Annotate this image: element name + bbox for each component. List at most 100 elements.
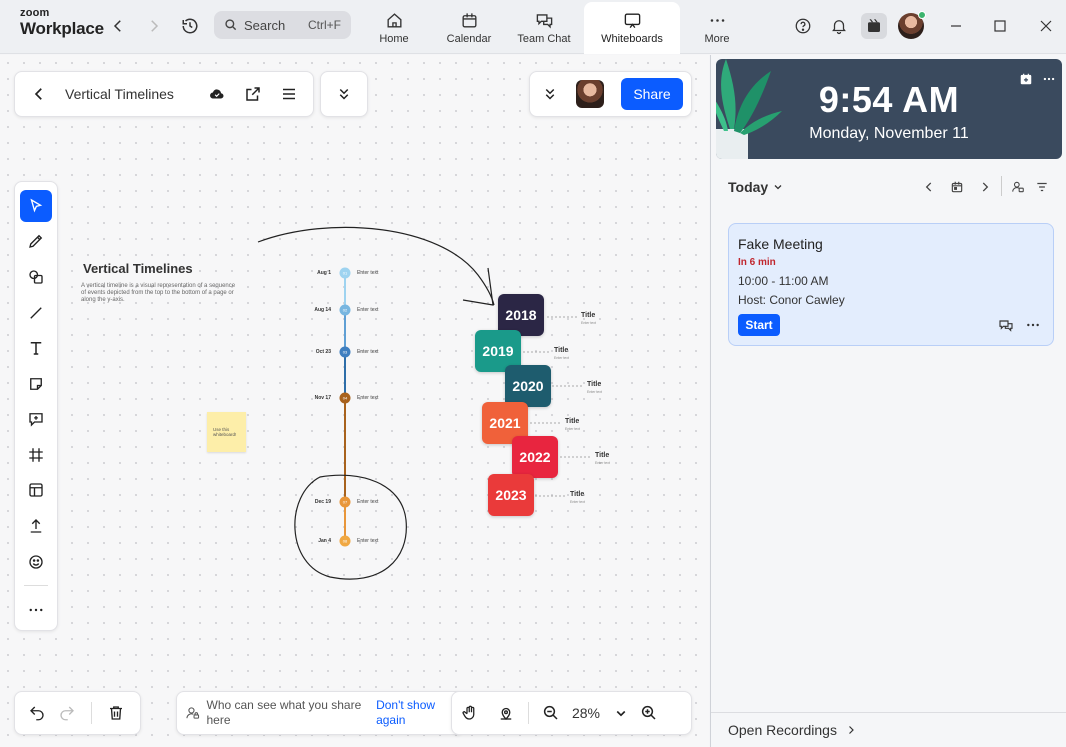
meeting-chat-icon[interactable] xyxy=(995,314,1017,336)
trash-icon[interactable] xyxy=(104,701,128,725)
board-description[interactable]: A vertical timeline is a visual represen… xyxy=(81,283,236,303)
whiteboard-canvas[interactable]: Vertical Timelines A vertical timeline i… xyxy=(0,55,709,747)
text-tool[interactable] xyxy=(20,332,52,364)
close-window-button[interactable] xyxy=(1033,13,1059,39)
year-title[interactable]: Title xyxy=(581,312,596,319)
timeline-entry-text[interactable]: Enter text xyxy=(357,499,379,505)
cloud-saved-icon[interactable] xyxy=(205,82,229,106)
year-block[interactable]: 2022 xyxy=(512,436,558,478)
clips-icon[interactable] xyxy=(861,13,887,39)
next-day-icon[interactable] xyxy=(974,176,996,198)
year-title[interactable]: Title xyxy=(587,381,602,388)
chat-icon xyxy=(536,14,552,29)
help-icon[interactable] xyxy=(790,13,816,39)
board-name[interactable]: Vertical Timelines xyxy=(65,86,174,102)
year-block[interactable]: 2023 xyxy=(488,474,534,516)
history-divider xyxy=(91,702,92,724)
pen-tool[interactable] xyxy=(20,226,52,258)
forward-arrow-icon[interactable] xyxy=(141,13,167,39)
menu-icon[interactable] xyxy=(277,82,301,106)
title-bar: zoom Workplace Search Ctrl+F Home Calend… xyxy=(0,0,1066,54)
tab-home[interactable]: Home xyxy=(366,2,422,54)
search-box[interactable]: Search Ctrl+F xyxy=(214,11,351,39)
previous-day-icon[interactable] xyxy=(918,176,940,198)
sticky-note[interactable]: Use this whiteboard! xyxy=(207,412,246,452)
zoom-dropdown-chevron-icon[interactable] xyxy=(609,701,633,725)
year-subtext[interactable]: Enter text xyxy=(565,427,580,431)
zoom-level[interactable]: 28% xyxy=(571,705,601,721)
banner-more-icon[interactable] xyxy=(1041,71,1057,87)
tab-whiteboards[interactable]: Whiteboards xyxy=(584,2,680,54)
timeline-date[interactable]: Dec 19 xyxy=(314,499,331,505)
meeting-title[interactable]: Fake Meeting xyxy=(738,236,823,252)
filter-icon[interactable] xyxy=(1031,176,1053,198)
frame-tool[interactable] xyxy=(20,439,52,471)
zoom-out-icon[interactable] xyxy=(539,701,563,725)
timeline-entry-text[interactable]: Enter text xyxy=(357,395,379,401)
templates-tool[interactable] xyxy=(20,475,52,507)
tab-team-chat[interactable]: Team Chat xyxy=(512,2,576,54)
notifications-bell-icon[interactable] xyxy=(826,13,852,39)
year-block[interactable]: 2018 xyxy=(498,294,544,336)
timeline-entry-text[interactable]: Enter text xyxy=(357,307,379,313)
dont-show-again-link[interactable]: Don't show again xyxy=(376,698,436,727)
year-title[interactable]: Title xyxy=(595,452,610,459)
timeline-entry-text[interactable]: Enter text xyxy=(357,270,379,276)
year-subtext[interactable]: Enter text xyxy=(595,461,610,465)
year-subtext[interactable]: Enter text xyxy=(570,500,585,504)
collaborator-avatar[interactable] xyxy=(576,80,604,108)
collapse-chevron-icon[interactable] xyxy=(538,82,562,106)
meeting-more-icon[interactable] xyxy=(1022,314,1044,336)
share-button[interactable]: Share xyxy=(621,78,683,110)
year-subtext[interactable]: Enter text xyxy=(581,321,596,325)
year-title[interactable]: Title xyxy=(554,347,569,354)
timeline-date[interactable]: Oct 23 xyxy=(315,349,331,355)
timeline-dot-number: 08 xyxy=(343,539,348,544)
upload-icon xyxy=(30,519,42,533)
board-heading[interactable]: Vertical Timelines xyxy=(83,261,193,276)
timeline-entry-text[interactable]: Enter text xyxy=(357,349,379,355)
timeline-date[interactable]: Nov 17 xyxy=(314,395,331,401)
user-avatar[interactable] xyxy=(898,11,926,39)
year-subtext[interactable]: Enter text xyxy=(587,390,602,394)
shapes-tool[interactable] xyxy=(20,261,52,293)
schedule-contacts-icon[interactable] xyxy=(1007,176,1029,198)
timeline-date[interactable]: Aug 14 xyxy=(314,307,331,313)
timeline-date[interactable]: Jan 4 xyxy=(318,538,331,544)
back-chevron-icon[interactable] xyxy=(27,82,51,106)
map-pin-icon[interactable] xyxy=(494,701,518,725)
select-tool[interactable] xyxy=(20,190,52,222)
maximize-window-button[interactable] xyxy=(987,13,1013,39)
line-tool[interactable] xyxy=(20,297,52,329)
open-recordings-link[interactable]: Open Recordings xyxy=(711,712,1066,747)
hand-pan-icon[interactable] xyxy=(458,701,482,725)
date-picker-icon[interactable] xyxy=(946,176,968,198)
start-meeting-button[interactable]: Start xyxy=(738,314,780,336)
open-external-icon[interactable] xyxy=(241,82,265,106)
search-icon xyxy=(225,19,237,31)
history-icon[interactable] xyxy=(177,13,203,39)
zoom-in-icon[interactable] xyxy=(637,701,661,725)
meeting-card[interactable]: Fake Meeting In 6 min 10:00 - 11:00 AM H… xyxy=(728,223,1054,346)
reactions-tool[interactable] xyxy=(20,546,52,578)
timeline-entry-text[interactable]: Enter text xyxy=(357,538,379,544)
comment-tool[interactable] xyxy=(20,403,52,435)
tab-more[interactable]: More xyxy=(690,2,744,54)
today-selector[interactable]: Today xyxy=(728,179,784,195)
redo-icon[interactable] xyxy=(55,701,79,725)
minimize-window-button[interactable] xyxy=(943,13,969,39)
year-title[interactable]: Title xyxy=(565,418,580,425)
more-tools[interactable] xyxy=(20,594,52,626)
year-block[interactable]: 2020 xyxy=(505,365,551,407)
timeline-date[interactable]: Aug 1 xyxy=(317,270,331,276)
tab-calendar[interactable]: Calendar xyxy=(440,2,498,54)
year-block[interactable]: 2019 xyxy=(475,330,521,372)
year-title[interactable]: Title xyxy=(570,491,585,498)
collapse-toolbar-button[interactable] xyxy=(320,71,368,117)
year-subtext[interactable]: Enter text xyxy=(554,356,569,360)
upload-tool[interactable] xyxy=(20,510,52,542)
undo-icon[interactable] xyxy=(25,701,49,725)
back-arrow-icon[interactable] xyxy=(105,13,131,39)
calendar-add-icon[interactable] xyxy=(1018,71,1034,87)
sticky-note-tool[interactable] xyxy=(20,368,52,400)
